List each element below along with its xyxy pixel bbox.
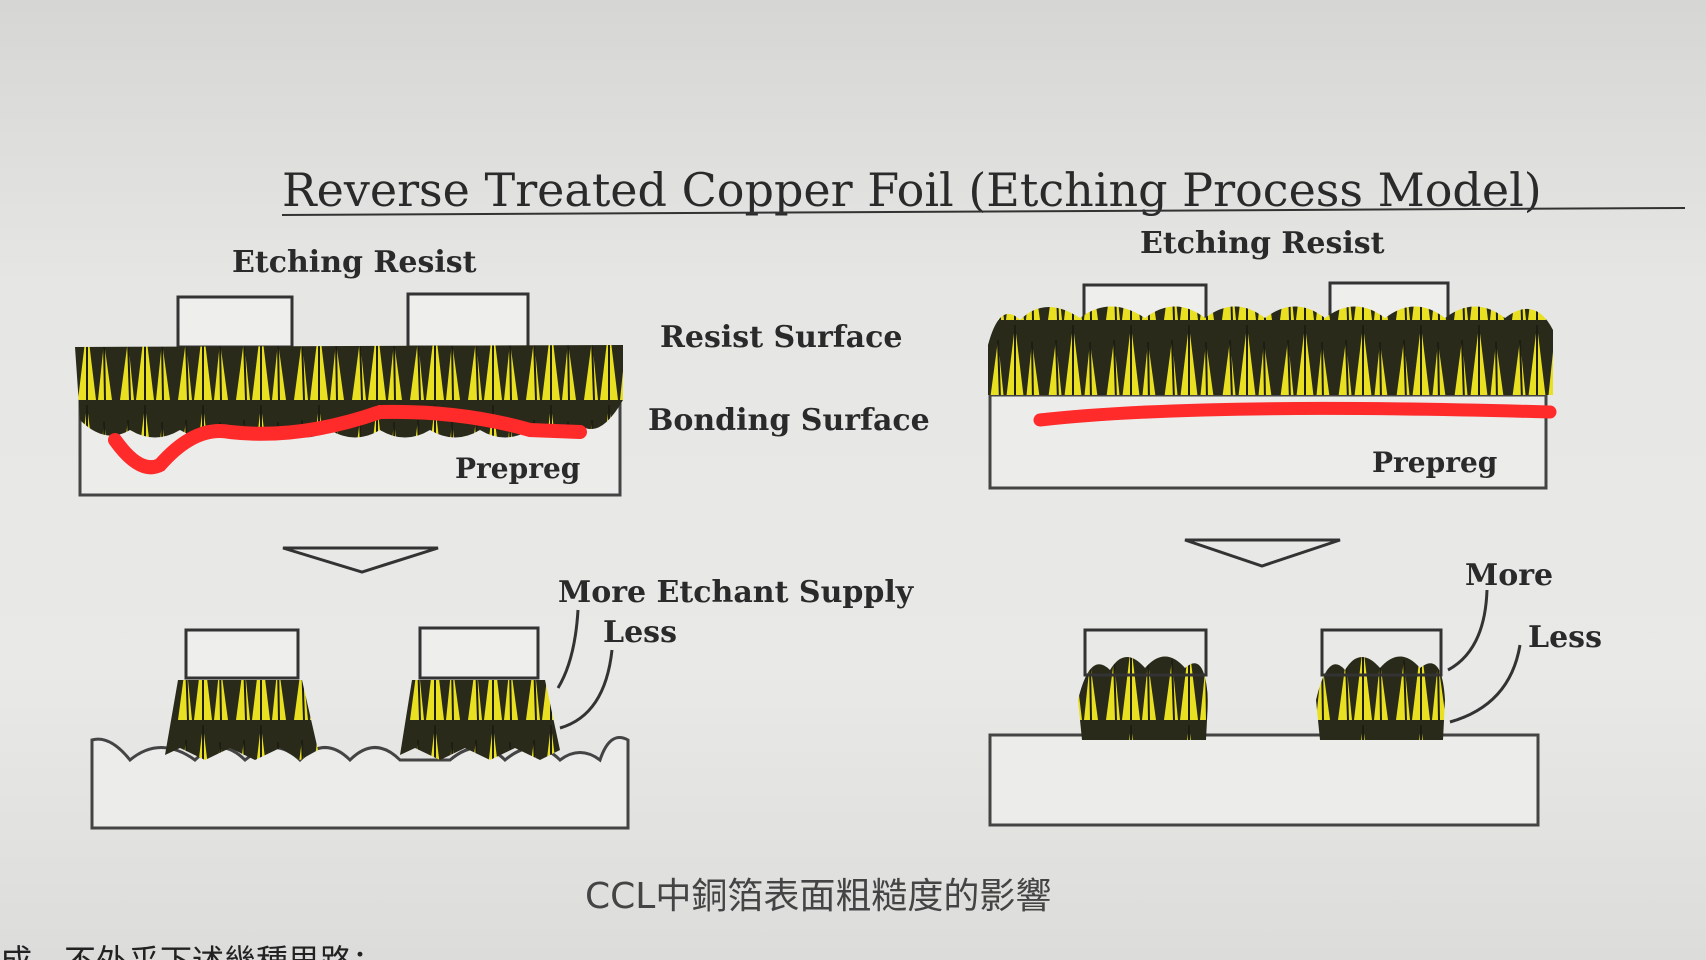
- left-etched-trace: [400, 680, 560, 760]
- right-resist-block: [1320, 628, 1443, 677]
- right-etched-substrate: [988, 733, 1540, 827]
- bonding-surface-label: Bonding Surface: [648, 403, 930, 438]
- right-less-pointer-line: [1449, 644, 1522, 724]
- right-copper-foil: [988, 306, 1553, 395]
- figure-caption: CCL中銅箔表面粗糙度的影響: [585, 876, 1051, 917]
- left-bonding-highlight: [108, 404, 587, 475]
- resist-surface-label: Resist Surface: [660, 320, 902, 355]
- left-etched-substrate: [90, 736, 630, 830]
- less-pointer-line: [559, 649, 614, 730]
- left-down-arrow-icon: [282, 546, 439, 574]
- left-prepreg-label: Prepreg: [455, 452, 580, 485]
- right-less-label: Less: [1528, 620, 1602, 655]
- left-resist-block: [184, 628, 300, 680]
- right-bonding-highlight: [1033, 401, 1557, 427]
- more-etchant-supply-label: More Etchant Supply: [558, 575, 915, 610]
- right-resist-block: [1083, 628, 1208, 677]
- right-etching-resist-label: Etching Resist: [1140, 226, 1385, 261]
- right-etched-trace: [1078, 656, 1208, 740]
- left-resist-block: [406, 292, 530, 349]
- right-more-label: More: [1465, 558, 1553, 593]
- more-pointer-line: [556, 609, 580, 689]
- right-down-arrow-icon: [1184, 538, 1341, 568]
- left-less-label: Less: [603, 615, 677, 650]
- diagram-title: Reverse Treated Copper Foil (Etching Pro…: [282, 163, 1542, 217]
- title-underline: [281, 207, 1686, 216]
- left-resist-block: [418, 626, 540, 680]
- left-etching-resist-label: Etching Resist: [232, 245, 477, 280]
- left-etched-trace: [165, 680, 318, 760]
- right-more-pointer-line: [1447, 589, 1489, 672]
- right-etched-trace: [1316, 656, 1445, 740]
- right-prepreg-label: Prepreg: [1372, 446, 1497, 479]
- left-resist-block: [176, 295, 294, 349]
- cut-off-body-text: 成，不外乎下述幾種思路：: [0, 942, 384, 960]
